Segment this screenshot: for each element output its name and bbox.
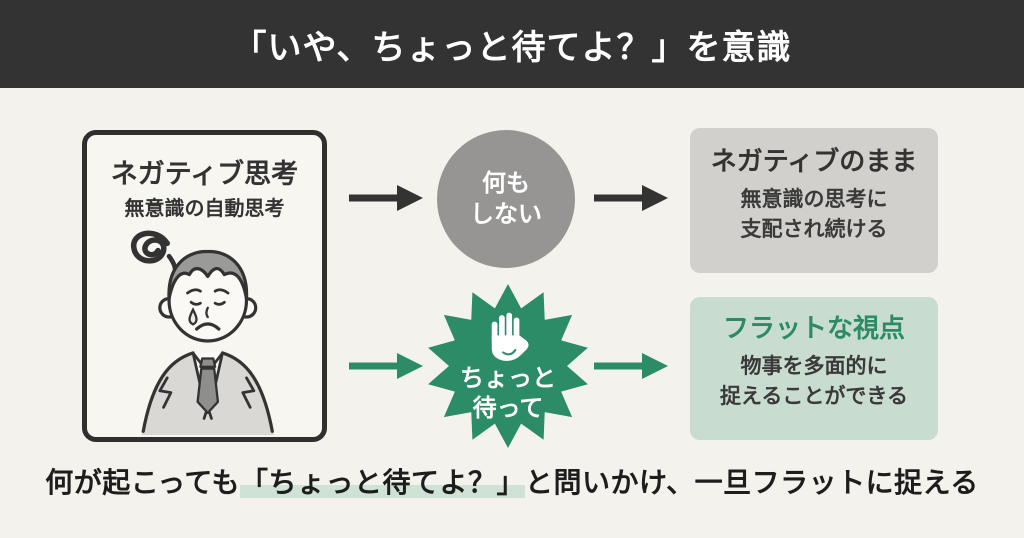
negative-thinking-card: ネガティブ思考 無意識の自動思考 bbox=[82, 130, 327, 442]
worry-scribble-icon bbox=[130, 230, 170, 264]
wait-line2: 待って bbox=[472, 394, 544, 422]
arrow-right-green-1-icon bbox=[349, 353, 423, 379]
arrow-right-dark-2-icon bbox=[594, 185, 668, 211]
negative-outcome-line1: 無意識の思考に bbox=[740, 188, 888, 212]
negative-outcome-line2: 支配され続ける bbox=[740, 217, 888, 241]
flat-outcome-line2: 捉えることができる bbox=[720, 384, 908, 408]
card-title: ネガティブ思考 bbox=[110, 159, 299, 189]
flat-outcome-line1: 物事を多面的に bbox=[740, 355, 888, 379]
summary-prefix: 何が起こっても bbox=[45, 467, 240, 498]
do-nothing-line1: 何も bbox=[482, 169, 530, 197]
negative-outcome-title: ネガティブのまま bbox=[710, 146, 918, 176]
wait-a-moment-node: ちょっと 待って bbox=[426, 284, 590, 448]
sad-businessman-illustration bbox=[130, 230, 274, 436]
flat-outcome-body: 物事を多面的に 捉えることができる bbox=[720, 352, 908, 411]
summary-sentence: 何が起こっても「ちょっと待てよ？」と問いかけ、一旦フラットに捉える bbox=[0, 461, 1024, 501]
summary-highlight: 「ちょっと待てよ？」 bbox=[239, 467, 525, 498]
page-title: 「いや、ちょっと待てよ？」を意識 bbox=[232, 28, 792, 67]
starburst-shape bbox=[428, 284, 588, 448]
arrow-right-dark-1-icon bbox=[349, 185, 423, 211]
card-subtitle: 無意識の自動思考 bbox=[124, 198, 285, 221]
wait-line1: ちょっと bbox=[460, 364, 556, 392]
do-nothing-line2: しない bbox=[470, 201, 542, 228]
header-bar: 「いや、ちょっと待てよ？」を意識 bbox=[0, 0, 1024, 88]
arrow-right-green-2-icon bbox=[594, 353, 668, 379]
summary-suffix: と問いかけ、一旦フラットに捉える bbox=[525, 467, 979, 498]
negative-outcome-body: 無意識の思考に 支配され続ける bbox=[741, 185, 888, 244]
do-nothing-node: 何も しない bbox=[437, 130, 575, 268]
flat-outcome-title: フラットな視点 bbox=[722, 313, 905, 343]
flat-outcome-box: フラットな視点 物事を多面的に 捉えることができる bbox=[690, 297, 938, 440]
negative-outcome-box: ネガティブのまま 無意識の思考に 支配され続ける bbox=[690, 128, 938, 273]
stop-hand-icon bbox=[491, 312, 529, 361]
